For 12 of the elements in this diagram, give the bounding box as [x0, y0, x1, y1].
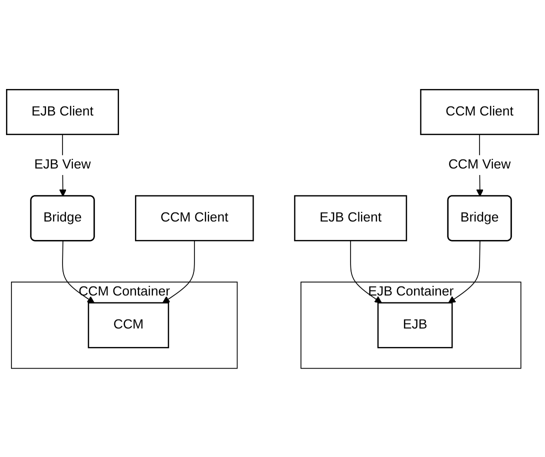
node-box: EJB Client [294, 194, 408, 241]
arrow [62, 240, 95, 303]
node-box: CCM Client [135, 194, 254, 241]
edge-label: CCM View [448, 157, 511, 172]
node-box: EJB Client [6, 88, 119, 135]
arrow [448, 240, 480, 303]
node-box: CCM [88, 302, 170, 348]
node-box: EJB [377, 302, 453, 348]
arrow [162, 240, 195, 303]
arrow [350, 240, 382, 303]
node-box: CCM Client [420, 88, 539, 135]
edge-label: EJB View [34, 157, 91, 172]
